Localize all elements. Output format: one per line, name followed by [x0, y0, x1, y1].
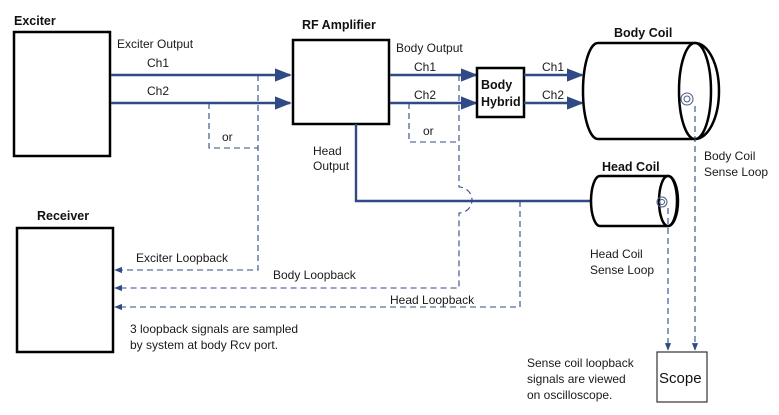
hybrid-ch2-label: Ch2 — [542, 88, 564, 102]
exciter-loopback-label: Exciter Loopback — [136, 251, 229, 265]
head-output-label-2: Output — [313, 159, 350, 173]
receiver-title: Receiver — [37, 209, 89, 223]
head-sense-loop-inner-icon — [659, 199, 665, 205]
scope-title: Scope — [659, 370, 702, 387]
body-coil: Body Coil — [581, 26, 721, 141]
head-coil-end — [657, 174, 679, 228]
exciter-or-label: or — [222, 130, 233, 144]
body-sense-loop-icon — [680, 92, 694, 106]
exciter-title: Exciter — [14, 14, 56, 28]
receiver-block: Receiver — [15, 209, 115, 354]
rf-amplifier-block: RF Amplifier — [291, 18, 391, 126]
rf-amplifier-title: RF Amplifier — [302, 18, 376, 32]
head-coil-title: Head Coil — [602, 160, 660, 174]
rf-amplifier-box — [291, 38, 391, 126]
head-coil-sense-label-2: Sense Loop — [590, 263, 654, 277]
amp-or-label: or — [423, 124, 434, 138]
body-hybrid-title-2: Hybrid — [481, 95, 521, 109]
exciter-box — [12, 30, 112, 158]
head-sense-loop-icon — [656, 196, 668, 208]
body-sense-loop-inner-icon — [683, 95, 691, 103]
exciter-loopback-line — [114, 75, 259, 274]
scope-box — [656, 351, 708, 403]
body-output-label: Body Output — [396, 41, 463, 55]
amp-or-tap — [408, 103, 459, 143]
head-coil: Head Coil — [589, 160, 680, 228]
receiver-box — [15, 226, 115, 354]
loopback-note-2: by system at body Rcv port. — [130, 338, 278, 352]
amp-ch1-label: Ch1 — [414, 60, 436, 74]
body-coil-sense-label-1: Body Coil — [704, 149, 755, 163]
head-loopback-line — [114, 201, 521, 311]
hybrid-ch1-label: Ch1 — [542, 60, 564, 74]
head-coil-sense-label-1: Head Coil — [590, 247, 643, 261]
body-loopback-line — [114, 75, 473, 292]
exciter-ch1-label: Ch1 — [147, 56, 169, 70]
body-hybrid-title-1: Body — [481, 78, 512, 92]
head-output-line — [354, 124, 597, 203]
body-coil-title: Body Coil — [614, 26, 672, 40]
body-coil-sense-label-2: Sense Loop — [704, 165, 768, 179]
body-coil-end — [677, 41, 713, 141]
exciter-output-label: Exciter Output — [117, 37, 194, 51]
amp-ch2-label: Ch2 — [414, 88, 436, 102]
body-hybrid-box — [475, 66, 526, 119]
body-loopback-label: Body Loopback — [273, 268, 357, 282]
head-loopback-label: Head Loopback — [390, 293, 475, 307]
exciter-block: Exciter — [12, 14, 112, 158]
exciter-ch2-label: Ch2 — [147, 84, 169, 98]
head-output-label-1: Head — [313, 144, 342, 158]
sense-note-3: on oscilloscope. — [527, 388, 612, 402]
exciter-or-tap — [208, 103, 258, 149]
sense-note-1: Sense coil loopback — [527, 356, 635, 370]
loopback-note-1: 3 loopback signals are sampled — [130, 322, 298, 336]
sense-note-2: signals are viewed — [527, 372, 626, 386]
